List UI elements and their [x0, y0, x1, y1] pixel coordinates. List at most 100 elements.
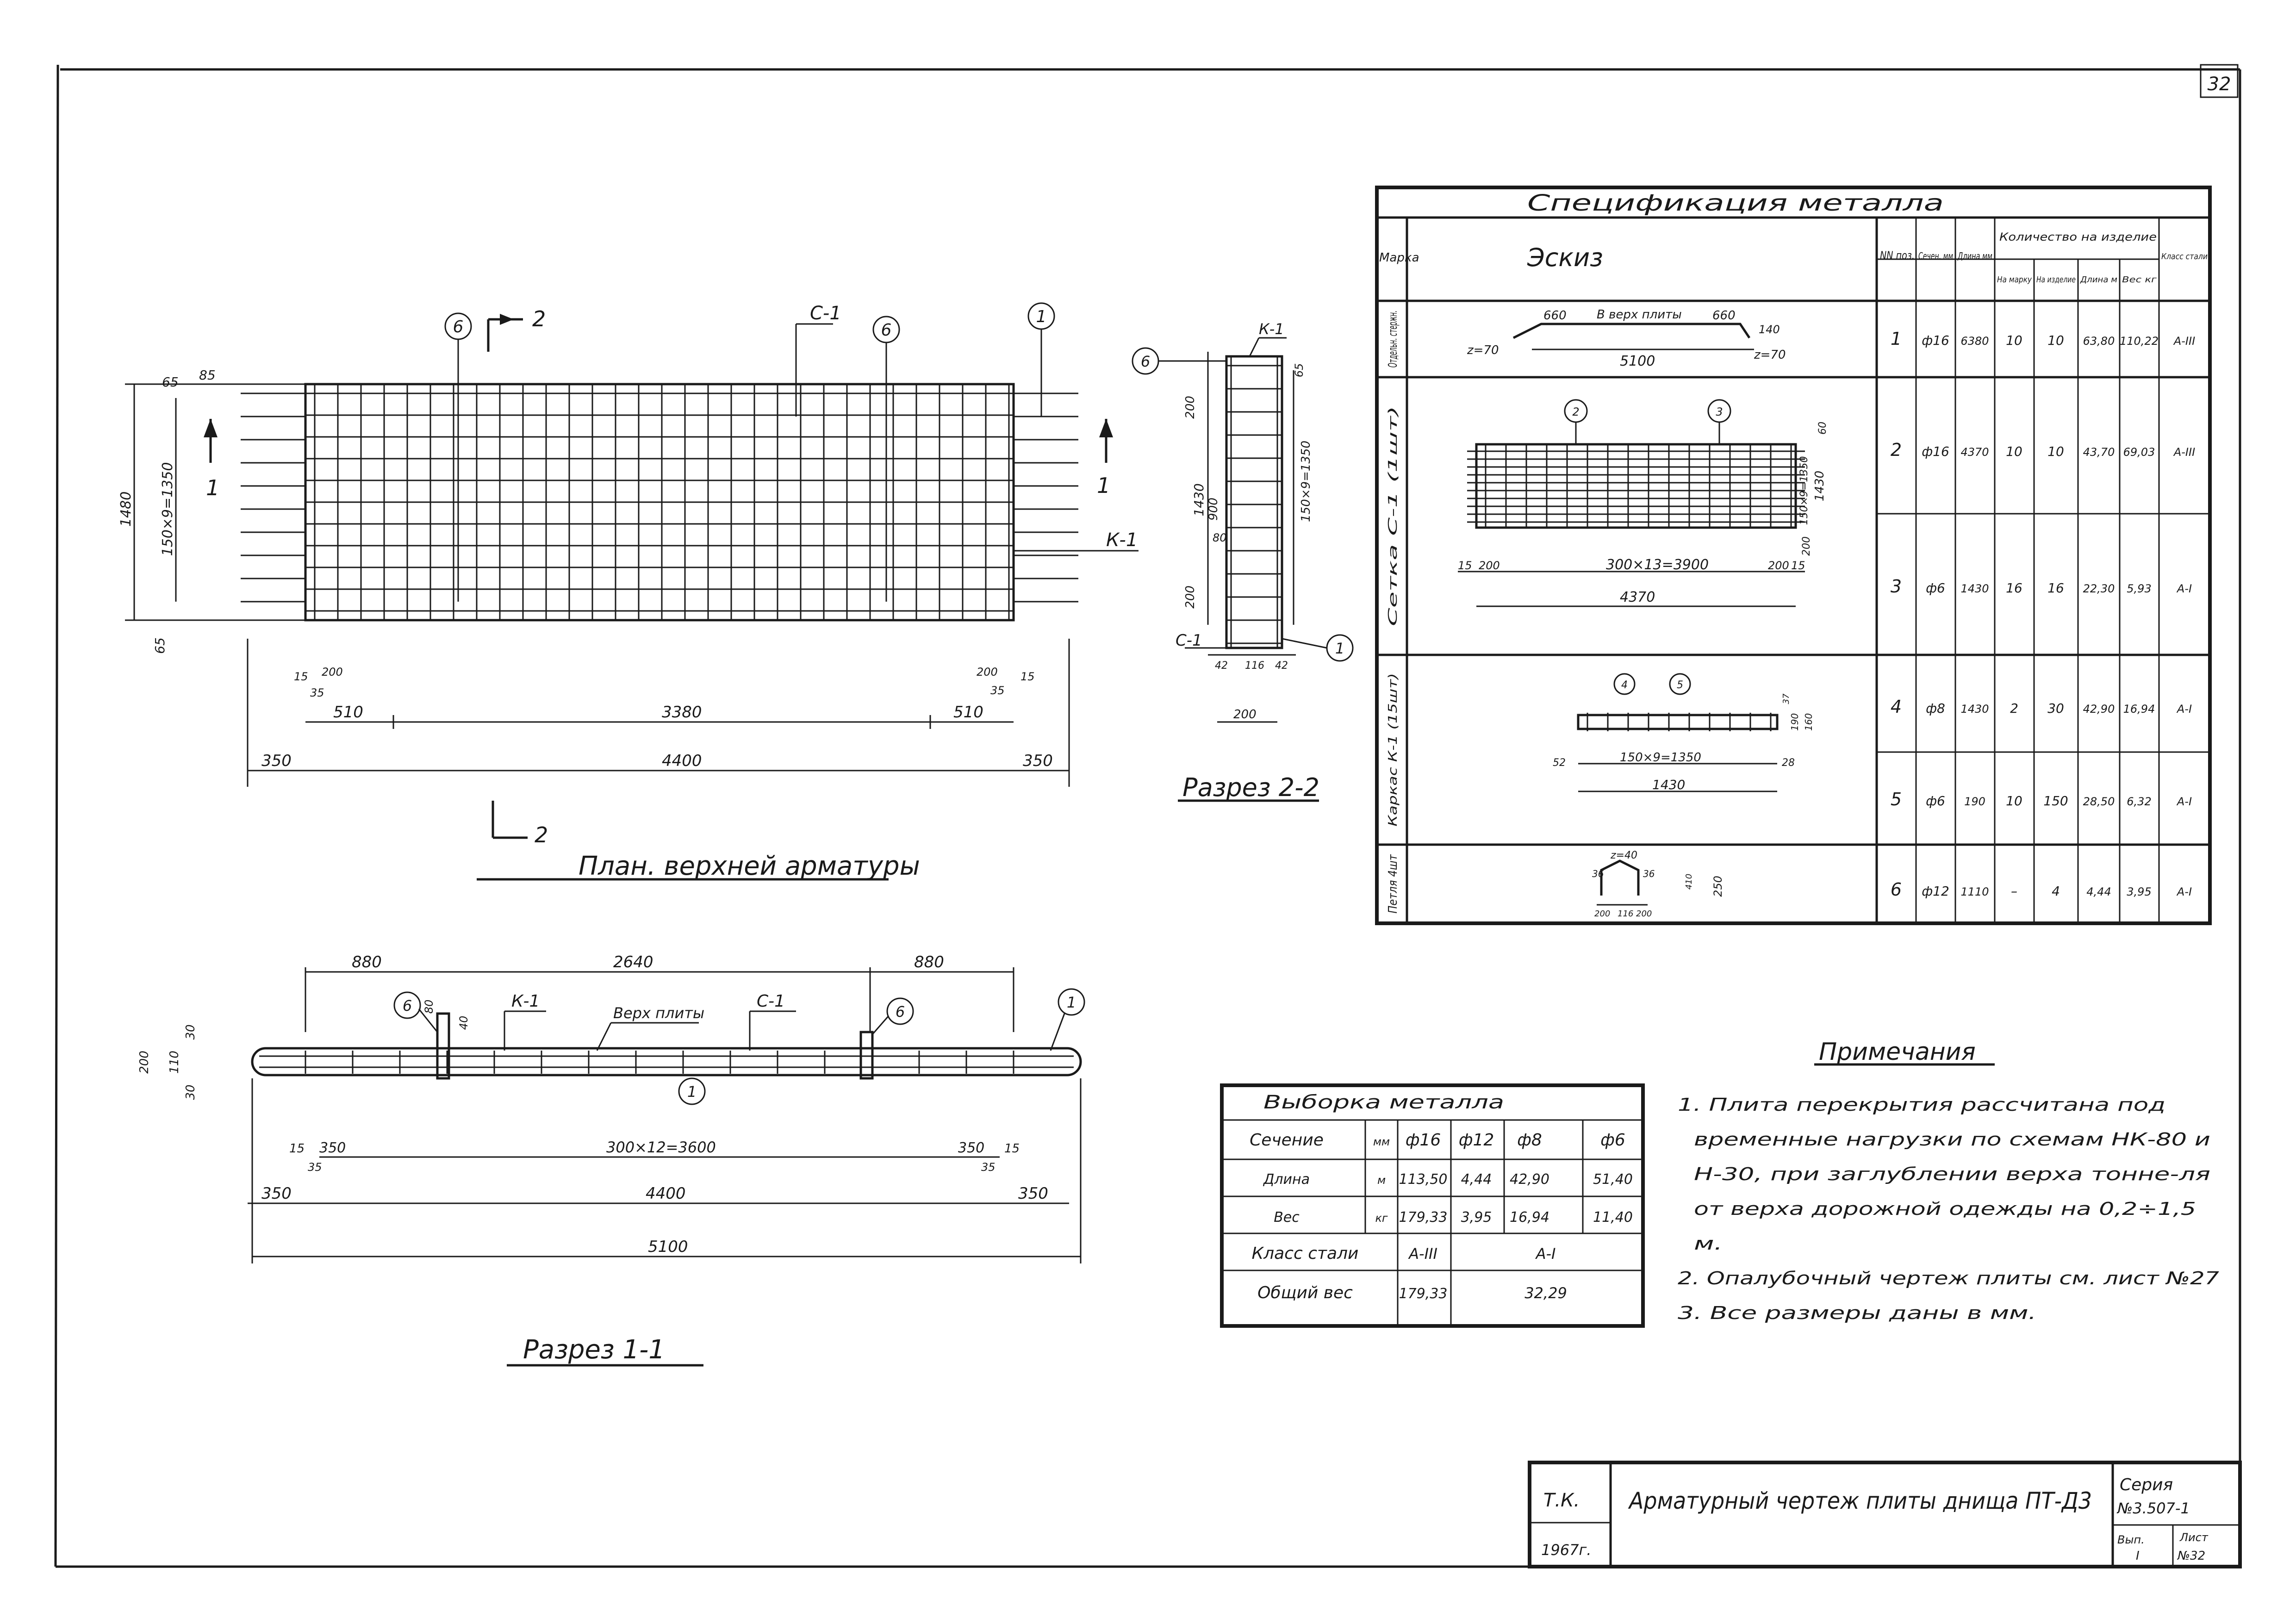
section22-d116: 116 [1245, 660, 1264, 672]
selection-total-a3: 179,33 [1399, 1286, 1448, 1302]
plan-dim-15b: 15 [1020, 670, 1035, 683]
spec-row-steel: А-III [2173, 446, 2195, 459]
section11-pos1b: 1 [687, 1083, 697, 1101]
spec-row-length: 1430 [1960, 703, 1989, 716]
stamp-issue: I [2136, 1549, 2140, 1563]
section22-d150x9: 150×9=1350 [1299, 441, 1313, 522]
plan-dim-3380: 3380 [662, 703, 702, 722]
spec-row-qty_one: 2 [2010, 701, 2018, 716]
spec-group-mark: Каркас К-1 (15шт) [1386, 673, 1400, 827]
selection-total-a1: 32,29 [1524, 1284, 1567, 1302]
spec-s3-span: 150×9=1350 [1620, 751, 1701, 765]
selection-weight-cell: 179,33 [1399, 1209, 1448, 1226]
section22-d42a: 42 [1215, 660, 1228, 672]
spec-row-total_len: 42,90 [2083, 703, 2115, 716]
spec-s2-p3: 3 [1716, 405, 1723, 418]
stamp-title: Арматурный чертеж плиты днища ПТ-Д3 [1628, 1487, 2092, 1514]
stamp-year: 1967г. [1541, 1541, 1591, 1559]
spec-row-weight: 110,22 [2120, 335, 2159, 348]
section22-d1430: 1430 [1191, 483, 1207, 516]
selection-weight-cell: Вес [1274, 1209, 1300, 1226]
spec-row-total_len: 4,44 [2086, 885, 2111, 898]
section22-title: Разрез 2-2 [1182, 773, 1319, 802]
section22-d65: 65 [1293, 363, 1306, 378]
plan-dim-510b: 510 [953, 703, 983, 722]
spec-row-total_len: 28,50 [2083, 795, 2115, 808]
stamp-sheet: №32 [2177, 1549, 2205, 1563]
selection-header-cell: ф8 [1517, 1131, 1542, 1150]
spec-row-section: ф6 [1926, 793, 1945, 809]
spec-s1-d: 140 [1759, 323, 1780, 336]
section11-d350a: 350 [319, 1140, 346, 1156]
spec-s1-c: 660 [1712, 309, 1736, 323]
spec-s1-a: 660 [1543, 309, 1567, 323]
note-line: 2. Опалубочный чертеж плиты см. лист №27 [1678, 1268, 2219, 1288]
selection-weight-cell: 16,94 [1510, 1209, 1549, 1226]
section11-d880b: 880 [914, 953, 944, 971]
selection-weight-cell: 11,40 [1593, 1209, 1633, 1226]
spec-row-weight: 69,03 [2123, 446, 2155, 459]
spec-row-total_len: 22,30 [2083, 582, 2115, 595]
selection-length-cell: 113,50 [1399, 1171, 1448, 1188]
section11-d110: 110 [168, 1051, 181, 1074]
spec-row-qty_all: 10 [2047, 444, 2064, 459]
selection-length-cell: 51,40 [1593, 1171, 1633, 1188]
section22-d200a: 200 [1183, 396, 1197, 419]
spec-row-length: 6380 [1960, 335, 1989, 348]
note-line: 1. Плита перекрытия рассчитана под [1678, 1095, 2165, 1115]
plan-dim-350b: 350 [1023, 752, 1053, 770]
plan-dim-bot65: 65 [152, 637, 168, 654]
spec-row-qty_all: 10 [2047, 333, 2064, 348]
selection-length-cell: 42,90 [1510, 1171, 1549, 1188]
plan-pos6-b: 6 [881, 321, 892, 340]
section11-d30a: 30 [184, 1024, 198, 1039]
section-1-1 [248, 967, 1085, 1367]
selection-header-cell: мм [1373, 1135, 1390, 1148]
spec-row-length: 1110 [1960, 885, 1989, 898]
spec-row-section: ф16 [1922, 333, 1949, 348]
spec-s2-d200c: 200 [1801, 536, 1812, 556]
spec-group-mark: Отдельн. стержн. [1386, 311, 1400, 367]
plan-dim-15: 15 [294, 670, 308, 683]
spec-row-steel: А-I [2176, 885, 2192, 898]
spec-row-pos: 1 [1891, 329, 1902, 349]
spec-s2-d200: 200 [1479, 559, 1500, 572]
spec-row-qty_all: 30 [2047, 701, 2064, 716]
section-2-2-texts: Разрез 2-2 К-1 С-1 6 1 200 1430 900 80 2… [1141, 320, 1344, 802]
section11-k1: К-1 [511, 992, 540, 1011]
selection-total-label: Общий вес [1257, 1283, 1353, 1302]
spec-title: Спецификация металла [1527, 190, 1944, 216]
section11-d200: 200 [137, 1051, 151, 1074]
sheet-number: 32 [2208, 74, 2231, 95]
spec-s2-h2: 1430 [1813, 471, 1827, 501]
selection-header-cell: ф6 [1600, 1131, 1625, 1150]
spec-row-steel: А-I [2176, 582, 2192, 595]
stamp-sheet-label: Лист [2179, 1531, 2209, 1544]
spec-row-total_len: 63,80 [2083, 335, 2115, 348]
spec-s2-d15b: 15 [1791, 559, 1805, 572]
section11-d15b: 15 [1004, 1142, 1020, 1156]
section22-pos1: 1 [1335, 640, 1344, 657]
section11-top-label: Верх плиты [613, 1004, 704, 1022]
spec-col-pos: NN поз. [1880, 249, 1915, 262]
spec-sketch-header: Эскиз [1527, 243, 1603, 272]
section11-d350d: 350 [1018, 1184, 1048, 1203]
spec-s2-d60: 60 [1817, 422, 1829, 435]
section-2-2 [1132, 337, 1354, 802]
spec-row-section: ф8 [1926, 701, 1945, 716]
notes-block: Примечания 1. Плита перекрытия рассчитан… [1678, 1038, 2219, 1323]
spec-row-pos: 3 [1891, 576, 1902, 597]
spec-s2-span: 300×13=3900 [1606, 557, 1709, 573]
spec-row-qty_one: 16 [2006, 580, 2022, 596]
selection-weight-cell: 3,95 [1461, 1209, 1492, 1226]
spec-row-weight: 6,32 [2127, 795, 2151, 808]
spec-col-section: Сечен. мм [1918, 250, 1953, 261]
stamp-series: №3.507-1 [2116, 1500, 2190, 1517]
spec-row-steel: А-III [2173, 335, 2195, 348]
spec-s1-b: В верх плиты [1597, 308, 1682, 322]
spec-s2-total: 4370 [1620, 589, 1655, 605]
stamp-issue-label: Вып. [2117, 1533, 2145, 1546]
section11-pos6a: 6 [403, 997, 412, 1014]
spec-row-weight: 3,95 [2127, 885, 2151, 898]
section11-d35b: 35 [981, 1161, 996, 1174]
